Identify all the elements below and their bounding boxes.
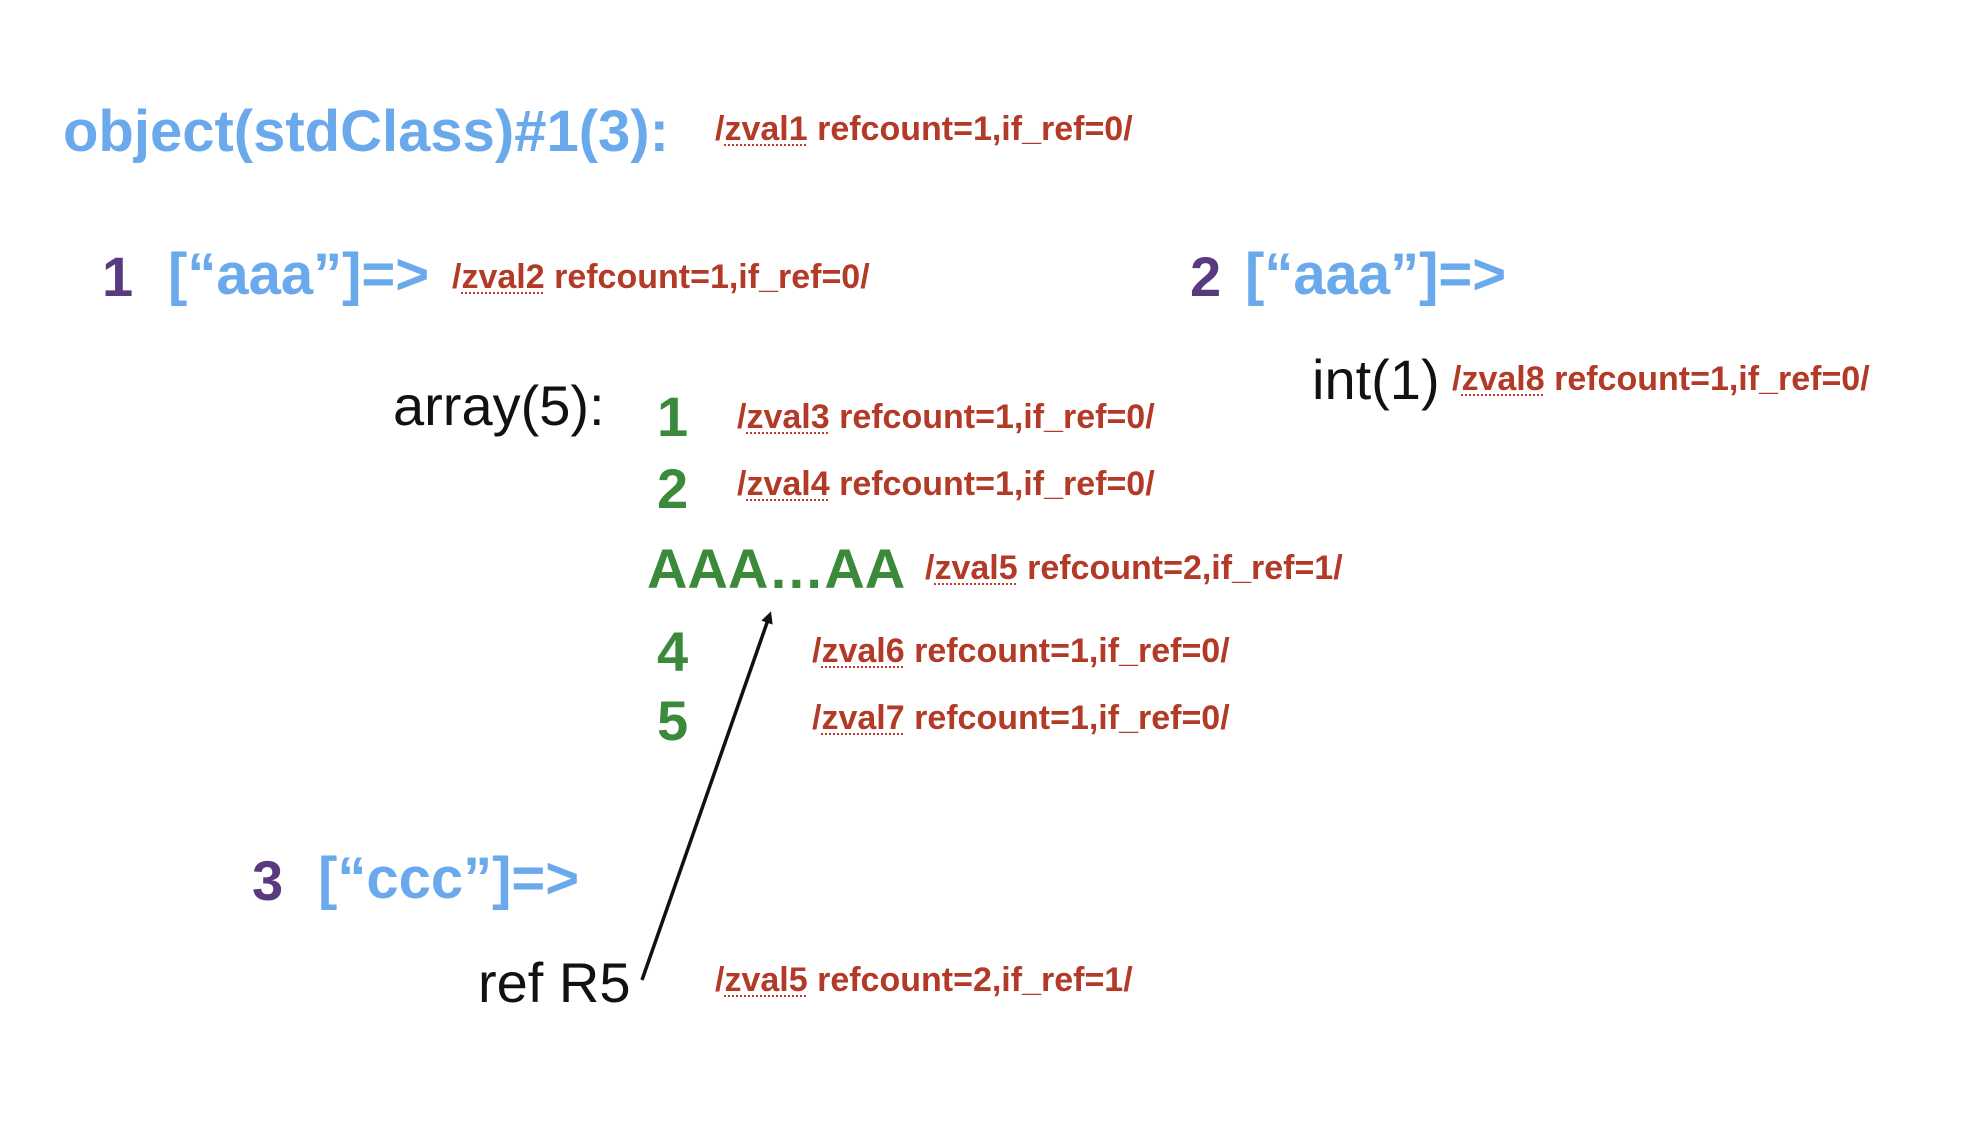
prop2-key: [“aaa”]=> [1245,242,1507,307]
zval-name: zval5 [934,549,1018,587]
array-item-3-label: AAA…AA [647,537,906,600]
prop2-value: int(1) [1312,348,1440,411]
zval-name: zval7 [821,699,905,737]
array-item-3-zval: /zval5 refcount=2,if_ref=1/ [925,549,1343,587]
zval-name: zval3 [746,398,830,436]
prop2-index: 2 [1190,245,1222,308]
zval-name: zval2 [461,258,545,296]
prop1-index: 1 [102,245,134,308]
zval-name: zval5 [724,961,808,999]
zval-name: zval1 [724,110,808,148]
prop1-key: [“aaa”]=> [168,242,430,307]
zval-name: zval8 [1461,360,1545,398]
array-item-4-label: 4 [657,620,689,683]
array-item-4-zval: /zval6 refcount=1,if_ref=0/ [812,632,1230,670]
zval-name: zval6 [821,632,905,670]
array-item-5-label: 5 [657,689,689,752]
object-header-label: object(stdClass)#1(3): [63,99,669,164]
object-header-zval: /zval1 refcount=1,if_ref=0/ [715,110,1133,148]
prop3-key: [“ccc”]=> [318,846,580,911]
array-item-2-zval: /zval4 refcount=1,if_ref=0/ [737,465,1155,503]
array-item-1-zval: /zval3 refcount=1,if_ref=0/ [737,398,1155,436]
prop2-zval: /zval8 refcount=1,if_ref=0/ [1452,360,1870,398]
prop1-zval: /zval2 refcount=1,if_ref=0/ [452,258,870,296]
prop3-zval: /zval5 refcount=2,if_ref=1/ [715,961,1133,999]
array-item-1-label: 1 [657,385,689,448]
prop3-value: ref R5 [478,951,631,1014]
array-label: array(5): [393,374,605,437]
prop3-index: 3 [252,849,284,912]
zval-name: zval4 [746,465,830,503]
array-item-2-label: 2 [657,457,689,520]
array-item-5-zval: /zval7 refcount=1,if_ref=0/ [812,699,1230,737]
